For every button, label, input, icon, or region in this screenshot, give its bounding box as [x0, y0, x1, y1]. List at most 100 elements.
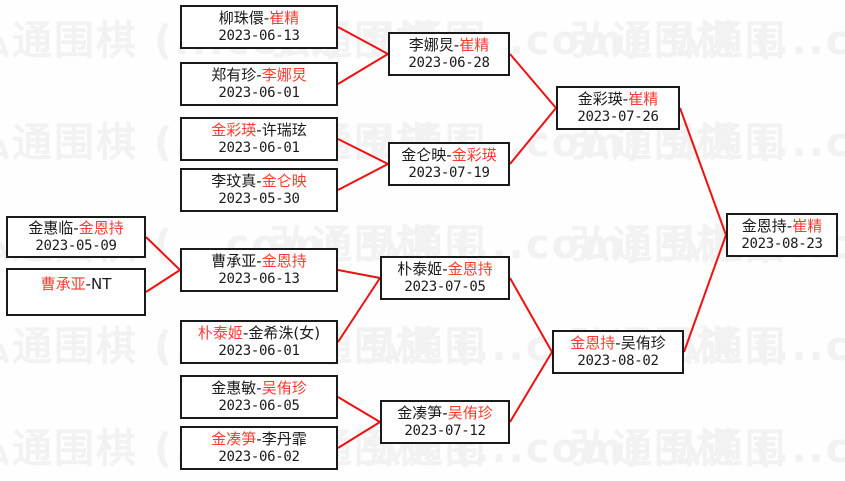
match-box-r0l2[interactable]: 曹承亚-NT — [6, 268, 146, 316]
player-separator: - — [442, 260, 448, 279]
match-players: 金恩持-吴侑珍 — [570, 334, 665, 352]
connector-r1l2-to-r2l1 — [337, 277, 381, 343]
player-separator: - — [442, 404, 448, 423]
player-left: 金惠临 — [28, 219, 74, 238]
player-left: 金仑映 — [401, 146, 447, 165]
player-right: 许瑞玹 — [261, 121, 307, 140]
match-players: 金仑映-金彩瑛 — [401, 146, 496, 164]
connector-r1u2-to-r2u1 — [337, 53, 389, 85]
player-left: 柳珠儇 — [218, 9, 264, 28]
connector-r0l1-to-r1l1 — [145, 236, 181, 271]
match-box-r1l2[interactable]: 朴泰姬-金希洙(女)2023-06-01 — [180, 320, 338, 364]
match-date: 2023-05-30 — [218, 190, 300, 207]
player-right: 金希洙(女) — [248, 324, 321, 343]
watermark-text: 弘通围棋 (...com) 弘通围 — [570, 426, 845, 472]
player-left: 郑有珍 — [211, 66, 257, 85]
player-right: 崔精 — [792, 217, 823, 236]
watermark-text: 弘通围棋 (...com) 弘通围 — [270, 222, 787, 268]
match-date: 2023-07-12 — [404, 422, 486, 439]
match-date: 2023-05-09 — [35, 237, 117, 254]
connector-sf1-to-f1 — [679, 107, 727, 236]
connector-r2u1-to-sf1 — [509, 53, 557, 109]
player-right: NT — [91, 275, 112, 293]
match-date: 2023-08-02 — [577, 352, 659, 369]
match-players: 郑有珍-李娜炅 — [211, 66, 306, 84]
watermark-text: 弘通围棋 (...com) 弘通围 — [570, 18, 845, 64]
match-date: 2023-06-02 — [218, 448, 300, 465]
player-separator: - — [786, 217, 793, 236]
player-separator: - — [622, 90, 629, 109]
match-players: 金彩瑛-许瑞玹 — [211, 121, 306, 139]
player-right: 崔精 — [269, 9, 300, 28]
connector-r2l1-to-sf2 — [509, 277, 553, 353]
player-right: 吴侑珍 — [261, 379, 307, 398]
player-right: 金恩持 — [78, 219, 124, 238]
player-left: 李玟真 — [211, 172, 257, 191]
match-date: 2023-07-26 — [577, 108, 659, 125]
player-right: 吴侑珍 — [620, 334, 666, 353]
match-date: 2023-06-13 — [218, 27, 300, 44]
player-left: 朴泰姬 — [397, 260, 443, 279]
player-right: 金恩持 — [261, 252, 307, 271]
player-right: 李丹霏 — [261, 430, 307, 449]
match-players: 金恩持-崔精 — [742, 217, 822, 235]
connector-r1u3-to-r2u2 — [337, 138, 389, 165]
connector-r2u2-to-sf1 — [509, 107, 557, 165]
player-separator: - — [256, 430, 262, 449]
player-separator: - — [242, 324, 249, 343]
player-left: 金惠敏 — [211, 379, 257, 398]
match-date: 2023-06-28 — [408, 54, 490, 71]
match-players: 曹承亚-NT — [41, 275, 112, 293]
match-players: 金凑笋-吴侑珍 — [397, 404, 492, 422]
player-left: 朴泰姬 — [197, 324, 243, 343]
match-date: 2023-06-01 — [218, 342, 300, 359]
player-left: 金恩持 — [741, 217, 787, 236]
player-separator: - — [73, 219, 79, 238]
player-separator: - — [615, 334, 621, 353]
match-players: 金惠临-金恩持 — [28, 219, 123, 237]
match-date: 2023-06-01 — [218, 139, 300, 156]
player-separator: - — [446, 146, 452, 165]
match-players: 曹承亚-金恩持 — [211, 252, 306, 270]
watermark-text: 弘通围棋 (...com) 弘通围 — [270, 324, 787, 370]
match-players: 李玟真-金仑映 — [211, 172, 306, 190]
player-separator: - — [256, 379, 262, 398]
player-separator: - — [256, 121, 262, 140]
match-date: 2023-06-13 — [218, 270, 300, 287]
player-left: 曹承亚 — [211, 252, 257, 271]
connector-r1l4-to-r2l2 — [337, 421, 381, 449]
match-players: 金惠敏-吴侑珍 — [211, 379, 306, 397]
connector-r2l2-to-sf2 — [509, 351, 553, 423]
connector-r1l3-to-r2l2 — [337, 396, 381, 423]
match-players: 李娜炅-崔精 — [409, 36, 489, 54]
connector-r1u1-to-r2u1 — [337, 26, 389, 55]
player-right: 崔精 — [628, 90, 659, 109]
player-right: 崔精 — [459, 36, 490, 55]
match-date: 2023-06-05 — [218, 397, 300, 414]
player-left: 金凑笋 — [397, 404, 443, 423]
match-date: 2023-06-01 — [218, 84, 300, 101]
match-date: 2023-08-23 — [741, 235, 823, 252]
player-left: 李娜炅 — [408, 36, 454, 55]
match-players: 柳珠儇-崔精 — [219, 9, 299, 27]
player-right: 金仑映 — [261, 172, 307, 191]
connector-sf2-to-f1 — [683, 234, 727, 353]
player-left: 金彩瑛 — [577, 90, 623, 109]
connector-r0l2-to-r1l1 — [145, 269, 181, 293]
